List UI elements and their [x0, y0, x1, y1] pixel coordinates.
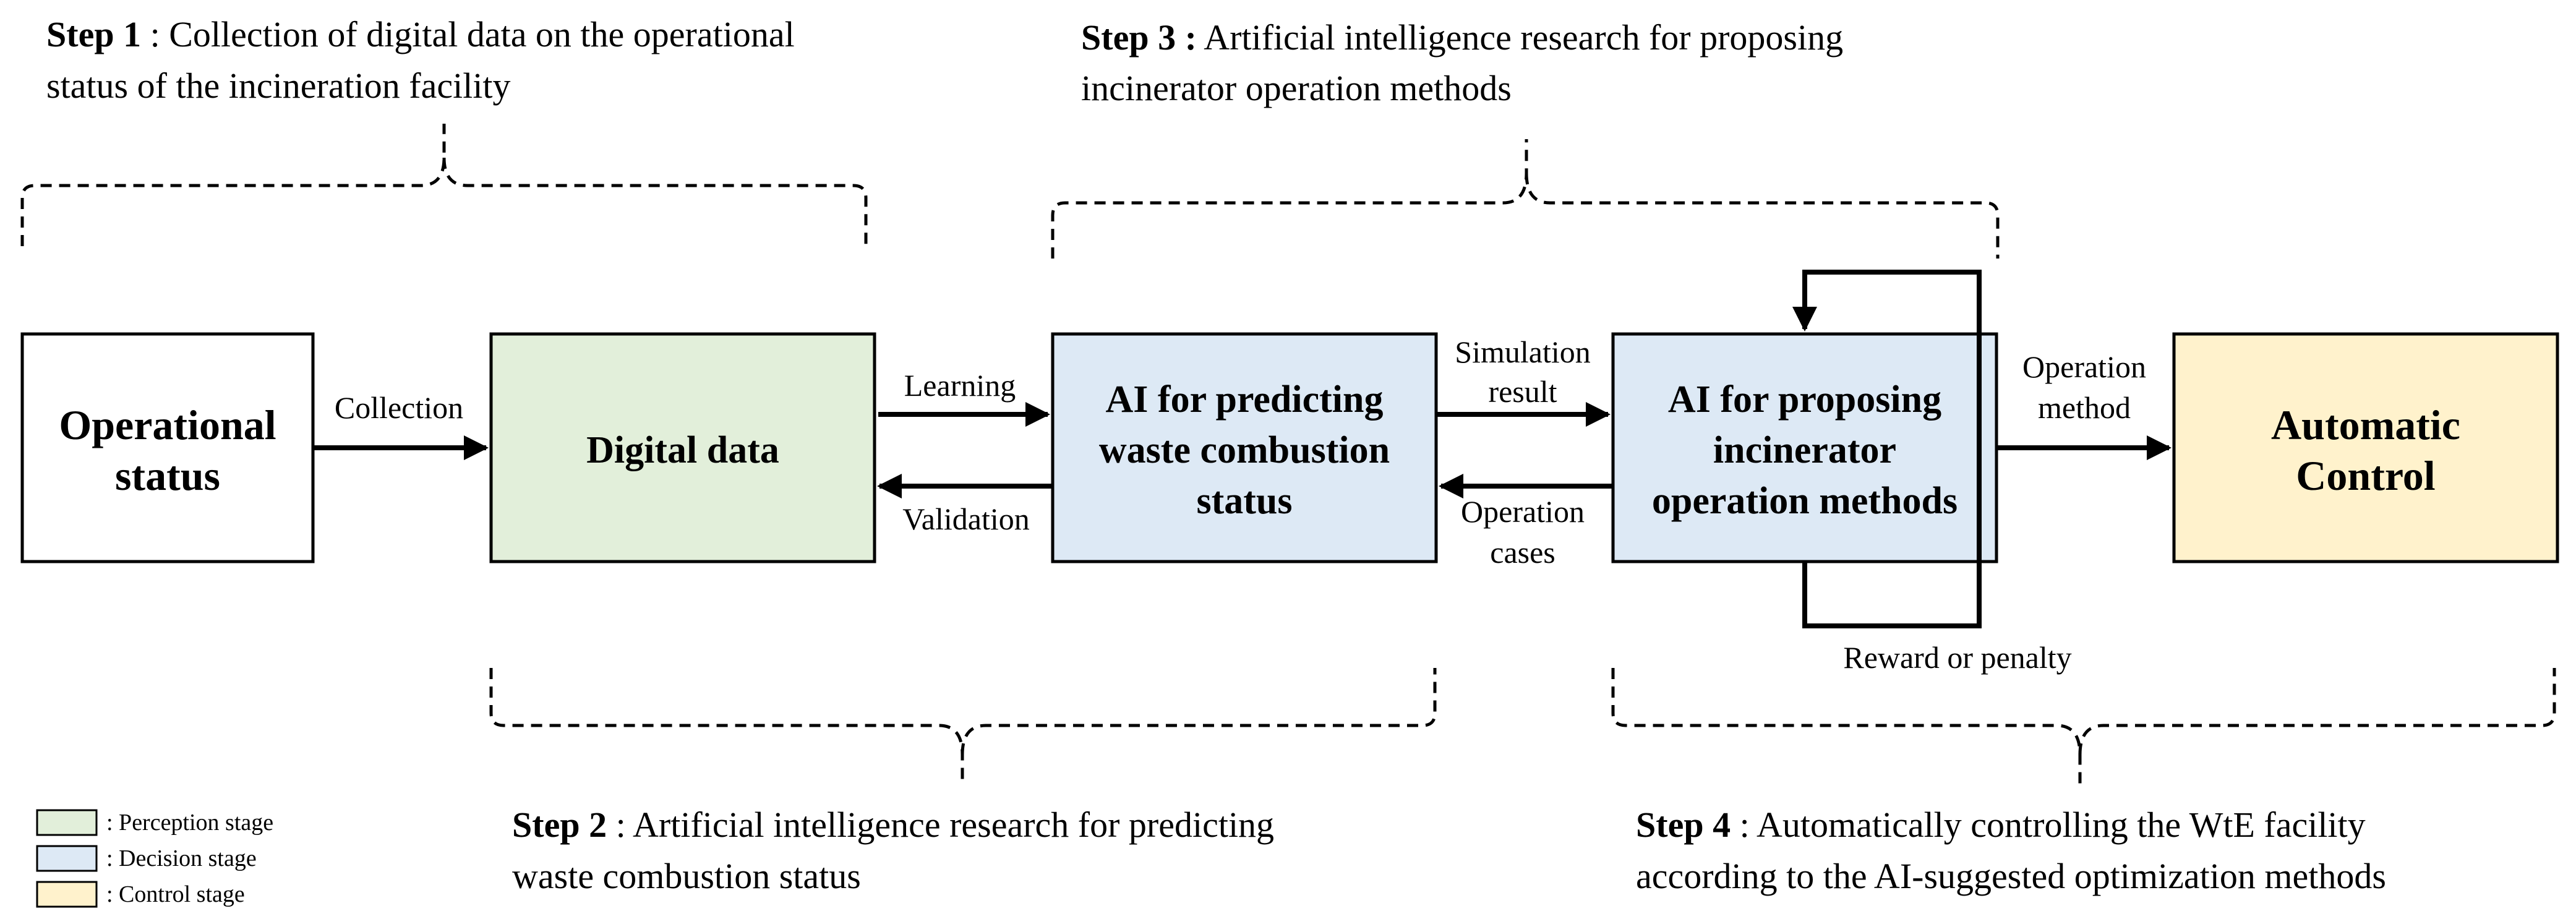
svg-text:Automatic: Automatic [2271, 401, 2460, 448]
svg-text:Operational: Operational [59, 401, 276, 448]
legend-perception: : Perception stage [36, 809, 273, 836]
svg-text:Operation: Operation [1461, 494, 1585, 529]
svg-text:AI for predicting: AI for predicting [1106, 379, 1384, 421]
legend: : Perception stage : Decision stage : Co… [36, 809, 273, 908]
svg-text:: Perception stage: : Perception stage [106, 810, 273, 836]
svg-text:incinerator: incinerator [1713, 429, 1896, 471]
ai-proposing-box: AI for proposing incinerator operation m… [1611, 332, 1998, 563]
legend-decision: : Decision stage [36, 845, 257, 872]
svg-text:Simulation: Simulation [1455, 335, 1590, 369]
validation-label: Validation [902, 502, 1030, 536]
svg-text:result: result [1488, 374, 1557, 409]
step3-label: Step 3 : Artificial intelligence researc… [1081, 17, 1843, 108]
svg-text:Digital data: Digital data [586, 429, 779, 471]
svg-text:operation methods: operation methods [1652, 480, 1958, 522]
ai-predicting-box: AI for predicting waste combustion statu… [1051, 332, 1438, 563]
digital-data-box: Digital data [489, 332, 876, 563]
svg-text:method: method [2038, 390, 2131, 425]
svg-text:Operation: Operation [2022, 349, 2146, 384]
svg-text:status: status [115, 452, 220, 499]
operational-status-box: Operational status [20, 332, 315, 563]
svg-text:waste combustion: waste combustion [1099, 429, 1390, 471]
svg-text:AI for proposing: AI for proposing [1668, 379, 1941, 421]
step4-label: Step 4 : Automatically controlling the W… [1636, 805, 2386, 896]
operation-method-label: Operation method [2022, 349, 2146, 425]
step2-label: Step 2 : Artificial intelligence researc… [512, 805, 1274, 896]
step3-brace [1051, 139, 2000, 259]
step4-brace [1611, 668, 2556, 785]
reward-penalty-label: Reward or penalty [1843, 640, 2071, 675]
legend-control: : Control stage [36, 881, 245, 908]
svg-text:cases: cases [1490, 535, 1555, 570]
svg-text:Step 1 : Collection of digital: Step 1 : Collection of digital data on t… [46, 14, 795, 54]
step1-brace [20, 124, 868, 246]
simulation-result-label: Simulation result [1455, 335, 1590, 409]
svg-text:incinerator operation methods: incinerator operation methods [1081, 68, 1512, 108]
svg-text:: Control stage: : Control stage [106, 881, 245, 907]
svg-text:Step 2 : Artificial intelligen: Step 2 : Artificial intelligence researc… [512, 805, 1274, 845]
svg-text:waste combustion status: waste combustion status [512, 856, 861, 896]
automatic-control-box: Automatic Control [2172, 332, 2559, 563]
step1-label: Step 1 : Collection of digital data on t… [46, 14, 795, 106]
step2-brace [489, 668, 1437, 785]
feedback-loop [1792, 270, 1982, 628]
operation-cases-label: Operation cases [1461, 494, 1585, 570]
svg-text:Step 4 : Automatically control: Step 4 : Automatically controlling the W… [1636, 805, 2366, 845]
svg-text:Step 3 : Artificial intelligen: Step 3 : Artificial intelligence researc… [1081, 17, 1843, 58]
collection-label: Collection [335, 390, 463, 425]
svg-text:according to the AI-suggested: according to the AI-suggested optimizati… [1636, 856, 2386, 896]
svg-text:status of the incineration fac: status of the incineration facility [46, 66, 511, 106]
svg-text:Control: Control [2296, 452, 2435, 499]
svg-text:: Decision stage: : Decision stage [106, 845, 257, 871]
svg-text:status: status [1196, 480, 1292, 522]
learning-label: Learning [904, 368, 1016, 403]
